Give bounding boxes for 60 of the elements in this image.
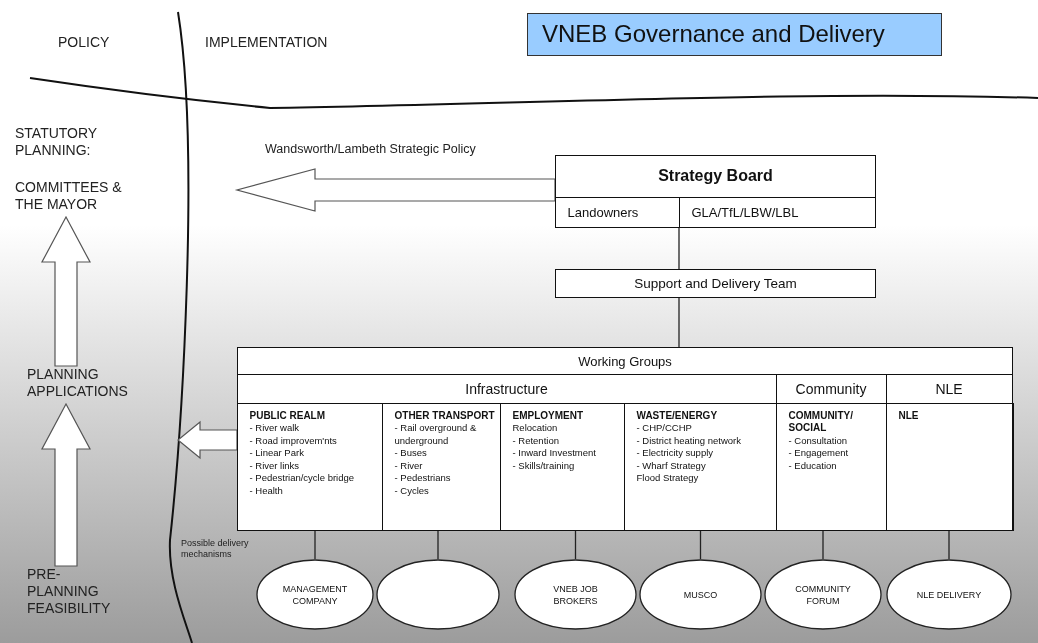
cell-text: Relocation <box>512 422 559 435</box>
cell-text: - Inward Investment <box>512 447 597 460</box>
panel-heading: Working Groups <box>577 353 673 371</box>
connector-line <box>574 529 577 560</box>
box-heading: Strategy Board <box>657 166 774 186</box>
block-arrow <box>41 402 91 567</box>
section-heading: POLICY <box>58 34 110 50</box>
side-note: Possible delivery mechanisms <box>181 538 250 560</box>
block-arrow <box>177 420 238 460</box>
cell-text: - Engagement <box>788 447 850 460</box>
ellipse-label: MUSCO <box>683 588 718 601</box>
section-heading: IMPLEMENTATION <box>205 34 328 50</box>
cell-heading: EMPLOYMENT <box>512 409 585 423</box>
ellipse-label: NLE DELIVERY <box>916 588 982 601</box>
block-arrow <box>234 168 556 212</box>
block-arrow <box>41 215 91 367</box>
connector-line <box>948 529 950 560</box>
cell-text: - Skills/training <box>512 459 576 473</box>
title-banner: VNEB Governance and Delivery <box>527 13 942 56</box>
connector-line <box>437 529 439 560</box>
groups-panel <box>237 347 1013 531</box>
cell-text: - Rail overground & underground <box>394 422 478 448</box>
stage-label: PLANNING APPLICATIONS <box>27 366 157 404</box>
cell-text: - Pedestrian/cycle bridge <box>249 472 356 486</box>
cell-heading: PUBLIC REALM <box>249 409 327 423</box>
cell-text: - Education <box>788 459 838 473</box>
stage-label: STATUTORY PLANNING: <box>15 125 98 159</box>
ellipse-label: VNEB JOB BROKERS <box>552 582 599 607</box>
box-label: Support and Delivery Team <box>555 269 876 298</box>
cell-text: - River <box>394 459 424 473</box>
stage-label: COMMITTEES & THE MAYOR <box>15 179 123 213</box>
cell-text: Flood Strategy <box>636 472 700 486</box>
cell-heading: WASTE/ENERGY <box>636 409 719 423</box>
cell-text: - Road improvem'nts <box>249 434 338 448</box>
cell-text: - Health <box>249 485 284 498</box>
cell-text: - Consultation <box>788 434 849 448</box>
cell-text: - Retention <box>512 434 560 448</box>
cell-text: - Cycles <box>394 485 430 498</box>
connector-line <box>678 226 680 270</box>
cell-text: - Electricity supply <box>636 447 715 460</box>
connector-line <box>699 529 702 560</box>
cell-text: - Pedestrians <box>394 472 452 486</box>
cell-heading: COMMUNITY/ SOCIAL <box>788 409 854 435</box>
cell-text: - Wharf Strategy <box>636 459 707 473</box>
board-box <box>555 155 876 228</box>
edge-label: Wandsworth/Lambeth Strategic Policy <box>265 142 476 156</box>
cell-text: - District heating network <box>636 434 743 448</box>
cell-heading: OTHER TRANSPORT <box>394 409 496 423</box>
connector-line <box>314 529 316 560</box>
ellipse-label: MANAGEMENT COMPANY <box>281 582 349 607</box>
cell-heading: NLE <box>898 409 920 423</box>
cell-text: - Linear Park <box>249 447 305 460</box>
cell-text: - River links <box>249 459 301 473</box>
stage-label: PRE- PLANNING FEASIBILITY <box>27 566 122 624</box>
cell-text: - River walk <box>249 422 301 435</box>
ellipse-label: COMMUNITY FORUM <box>794 582 852 607</box>
cell-text: - CHP/CCHP <box>636 422 693 435</box>
connector-line <box>822 529 824 560</box>
connector-line <box>678 297 680 348</box>
cell-text: - Buses <box>394 447 428 460</box>
